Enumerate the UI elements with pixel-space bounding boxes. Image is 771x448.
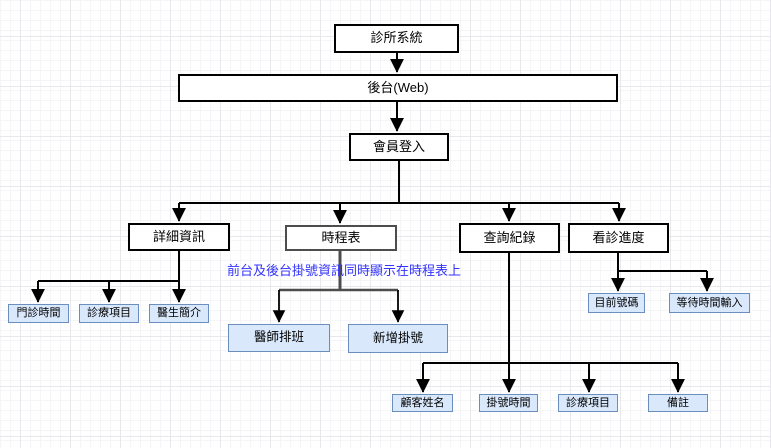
node-backend-web-label: 後台(Web) xyxy=(367,79,429,95)
node-visit-progress[interactable]: 看診進度 xyxy=(568,223,669,253)
node-clinic-hours[interactable]: 門診時間 xyxy=(8,304,69,323)
node-member-login[interactable]: 會員登入 xyxy=(349,133,449,161)
node-visit-progress-label: 看診進度 xyxy=(592,229,645,245)
node-treatment-items[interactable]: 診療項目 xyxy=(79,304,139,323)
node-new-registration-label: 新增掛號 xyxy=(372,330,423,345)
node-clinic-system-label: 診所系統 xyxy=(370,30,423,46)
node-registration-time[interactable]: 掛號時間 xyxy=(479,394,538,412)
node-query-record[interactable]: 查詢紀錄 xyxy=(459,223,560,253)
node-customer-name-label: 顧客姓名 xyxy=(400,396,445,409)
node-doctor-intro-label: 醫生簡介 xyxy=(157,307,201,320)
node-registration-time-label: 掛號時間 xyxy=(486,396,531,409)
edge-visitprogress-trunk xyxy=(617,253,707,272)
node-detail-info-label: 詳細資訊 xyxy=(152,228,205,244)
node-schedule-label: 時程表 xyxy=(321,229,361,245)
annotation-text[interactable]: 前台及後台掛號資訊同時顯示在時程表上 xyxy=(227,263,462,278)
node-detail-info[interactable]: 詳細資訊 xyxy=(128,223,230,251)
node-doctor-shift-label: 醫師排班 xyxy=(253,330,304,345)
node-schedule[interactable]: 時程表 xyxy=(285,225,397,251)
node-treatment-items-2-label: 診療項目 xyxy=(566,396,610,409)
node-customer-name[interactable]: 顧客姓名 xyxy=(392,394,453,412)
node-doctor-shift[interactable]: 醫師排班 xyxy=(228,324,330,352)
edge-schedule-arrows xyxy=(272,290,405,323)
node-new-registration[interactable]: 新增掛號 xyxy=(348,324,448,353)
node-current-number-label: 目前號碼 xyxy=(594,296,639,309)
node-wait-time-input[interactable]: 等待時間輸入 xyxy=(669,293,750,313)
node-treatment-items-2[interactable]: 診療項目 xyxy=(558,394,618,412)
node-remark-label: 備註 xyxy=(667,396,689,409)
node-doctor-intro[interactable]: 醫生簡介 xyxy=(149,304,209,323)
node-clinic-hours-label: 門診時間 xyxy=(16,307,61,320)
node-clinic-system[interactable]: 診所系統 xyxy=(334,24,459,53)
node-member-login-label: 會員登入 xyxy=(372,138,425,154)
node-remark[interactable]: 備註 xyxy=(648,394,708,412)
node-query-record-label: 查詢紀錄 xyxy=(483,229,536,245)
node-treatment-items-label: 診療項目 xyxy=(87,307,131,320)
node-current-number[interactable]: 目前號碼 xyxy=(588,293,645,313)
node-wait-time-input-label: 等待時間輸入 xyxy=(676,296,743,309)
node-backend-web[interactable]: 後台(Web) xyxy=(178,74,618,102)
